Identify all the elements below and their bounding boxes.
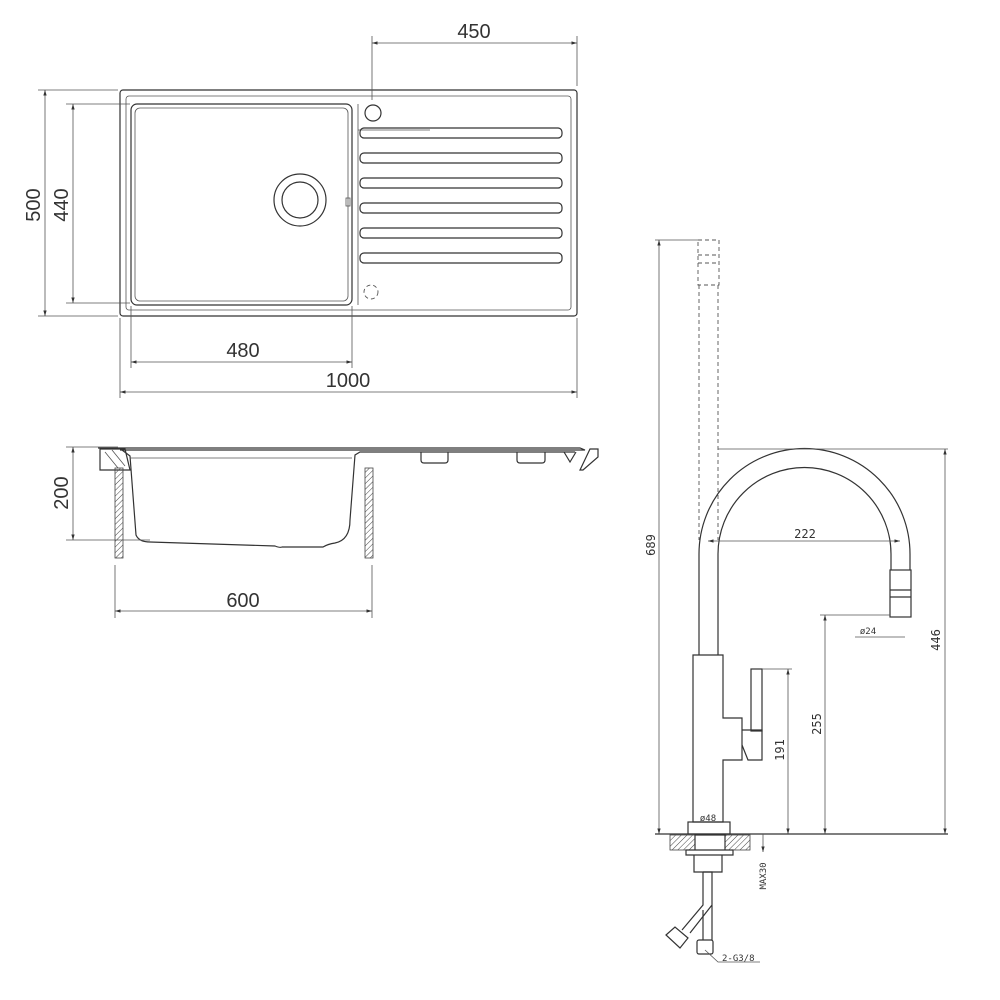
dim-d48: ø48 — [700, 814, 716, 824]
cabinet-wall-left — [114, 467, 124, 559]
spout-inner — [717, 466, 892, 655]
dim-446: 446 — [929, 629, 943, 651]
edge-drip — [563, 451, 577, 464]
dim-222: 222 — [794, 527, 816, 541]
spout-outer — [698, 447, 911, 655]
pulled-out-spout — [697, 239, 720, 540]
sink-section-view: 200 600 — [51, 446, 599, 618]
sink-outline — [119, 89, 578, 317]
drain-icon — [281, 181, 319, 219]
counter-left — [99, 448, 131, 471]
sink-top-view: 450 500 440 480 1000 — [23, 21, 578, 398]
dim-191: 191 — [773, 739, 787, 761]
drainboard-ribs — [420, 452, 546, 464]
counter-right — [579, 448, 599, 471]
dim-689: 689 — [644, 534, 658, 556]
dim-max30: MAX30 — [759, 862, 769, 889]
tap-hole — [364, 104, 382, 122]
lever-base — [741, 729, 763, 761]
supply-hoses — [681, 871, 713, 940]
mounting-nut — [685, 834, 734, 873]
bowl — [130, 103, 353, 306]
lever-handle — [750, 668, 763, 732]
dim-1000: 1000 — [326, 370, 371, 392]
dim-255: 255 — [810, 713, 824, 735]
spray-head — [889, 569, 912, 618]
hose-nut-left — [665, 926, 689, 949]
dim-d24: ø24 — [860, 627, 876, 637]
drainboard-edge — [357, 104, 430, 305]
dim-600: 600 — [226, 590, 259, 612]
hose-nut-right — [696, 939, 714, 955]
sink-top-surface — [98, 447, 586, 451]
bowl-profile — [121, 449, 575, 548]
counter-section — [669, 834, 696, 851]
bowl-inner — [134, 107, 349, 302]
dim-hose-thread: 2-G3/8 — [722, 954, 755, 964]
dim-450: 450 — [457, 21, 490, 43]
faucet-body — [692, 654, 743, 823]
dim-440: 440 — [51, 188, 73, 221]
optional-tap-hole — [363, 284, 379, 300]
drain-outer — [273, 173, 327, 227]
dim-200: 200 — [51, 476, 73, 509]
overflow-slot — [345, 197, 351, 207]
dim-500: 500 — [23, 188, 45, 221]
sink-rim — [125, 95, 572, 311]
drainboard-grooves — [359, 127, 563, 264]
faucet-view: 689 446 255 191 222 ø24 ø48 MAX30 2-G3/8 — [644, 239, 948, 964]
cabinet-wall-right — [364, 467, 374, 559]
dim-480: 480 — [226, 340, 259, 362]
